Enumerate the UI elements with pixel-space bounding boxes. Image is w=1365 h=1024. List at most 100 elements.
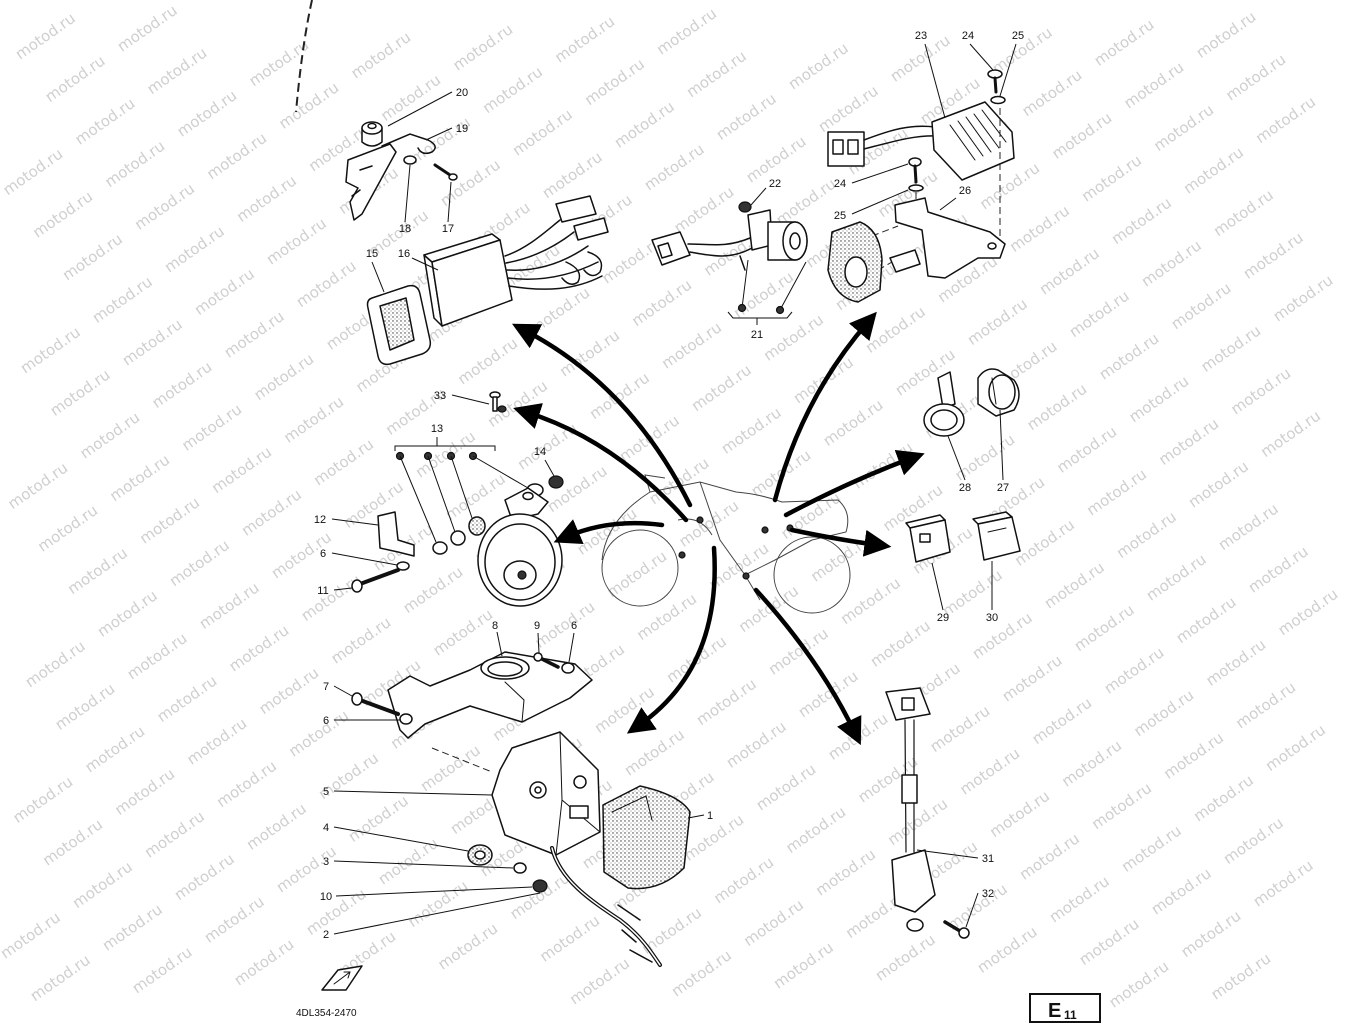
callout-label: 3 [323, 856, 329, 868]
watermark-text: motod.ru [0, 908, 64, 962]
watermark-text: motod.ru [658, 318, 725, 372]
watermark-text: motod.ru [1245, 542, 1312, 596]
watermark-text: motod.ru [52, 680, 119, 734]
watermark-text: motod.ru [1048, 109, 1115, 163]
watermark-text: motod.ru [815, 82, 882, 136]
part-10-nut [532, 879, 548, 893]
arrow-to-sensor [753, 587, 862, 746]
watermark-text: motod.ru [1058, 736, 1125, 790]
watermark-text: motod.ru [4, 459, 71, 513]
watermark-text: motod.ru [1118, 822, 1185, 876]
part-19-clip [381, 133, 436, 155]
watermark-text: motod.ru [688, 361, 755, 415]
watermark-text: motod.ru [407, 113, 474, 167]
watermark-text: motod.ru [203, 129, 270, 183]
watermark-text: motod.ru [345, 792, 412, 846]
leader-line [399, 455, 529, 543]
watermark-text: motod.ru [437, 156, 504, 210]
part-20-cap [361, 121, 383, 147]
watermark-text: motod.ru [183, 714, 250, 768]
watermark-text: motod.ru [238, 485, 305, 539]
watermark-text: motod.ru [417, 741, 484, 795]
leader-line [537, 632, 540, 654]
document-code: 4DL354-2470 [296, 1008, 357, 1019]
watermark-text: motod.ru [986, 787, 1053, 841]
watermark-text: motod.ru [39, 815, 106, 869]
watermark-text: motod.ru [862, 303, 929, 357]
watermark-text: motod.ru [348, 28, 415, 82]
watermark-text: motod.ru [298, 571, 365, 625]
watermark-text: motod.ru [454, 334, 521, 388]
watermark-text: motod.ru [171, 850, 238, 904]
watermark-text: motod.ru [1071, 601, 1138, 655]
watermark-text: motod.ru [328, 613, 395, 667]
watermark-text: motod.ru [449, 20, 516, 74]
page-code-number: 11 [1064, 1008, 1077, 1022]
leader-line [931, 562, 944, 611]
watermark-text: motod.ru [539, 148, 606, 202]
watermark-text: motod.ru [1078, 151, 1145, 205]
watermark-text: motod.ru [969, 609, 1036, 663]
watermark-text: motod.ru [683, 47, 750, 101]
leader-line [947, 435, 966, 481]
watermark-text: motod.ru [442, 470, 509, 524]
callout-label: 9 [534, 620, 540, 632]
watermark-text: motod.ru [1101, 643, 1168, 697]
leader-line [969, 43, 994, 71]
leader-line [939, 197, 957, 211]
watermark-text: motod.ru [1088, 779, 1155, 833]
callout-labels: 20 19 18 17 16 15 23 24 25 24 25 26 22 2… [314, 30, 1024, 941]
leader-line [333, 860, 514, 869]
watermark-text: motod.ru [735, 582, 802, 636]
watermark-text: motod.ru [723, 717, 790, 771]
watermark-text: motod.ru [201, 892, 268, 946]
watermark-text: motod.ru [1160, 729, 1227, 783]
watermark-text: motod.ru [377, 71, 444, 125]
watermark-text: motod.ru [1210, 186, 1277, 240]
motorcycle-outline [601, 474, 851, 614]
watermark-text: motod.ru [964, 295, 1031, 349]
watermark-text: motod.ru [671, 183, 738, 237]
leader-line [333, 826, 469, 852]
watermark-text: motod.ru [1148, 864, 1215, 918]
watermark-text: motod.ru [1220, 814, 1287, 868]
callout-label: 17 [442, 223, 454, 235]
watermark-text: motod.ru [119, 315, 186, 369]
part-29-box [905, 514, 951, 563]
leader-line [496, 631, 503, 657]
callout-label: 21 [751, 329, 763, 341]
watermark-text: motod.ru [114, 1, 181, 55]
watermark-text: motod.ru [0, 145, 66, 199]
leader-line [451, 394, 490, 405]
watermark-text: motod.ru [34, 501, 101, 555]
watermark-text: motod.ru [1150, 101, 1217, 155]
leader-line [687, 814, 705, 819]
watermark-text: motod.ru [872, 930, 939, 984]
watermark-text: motod.ru [196, 579, 263, 633]
watermark-text: motod.ru [64, 544, 131, 598]
part-8-bracket [387, 651, 593, 739]
watermark-text: motod.ru [1138, 236, 1205, 290]
watermark-text: motod.ru [773, 175, 840, 229]
watermark-text: motod.ru [59, 230, 126, 284]
callout-label: 25 [834, 210, 846, 222]
watermark-text: motod.ru [1029, 694, 1096, 748]
leader-line [544, 459, 555, 477]
watermark-text: motod.ru [434, 919, 501, 973]
callout-label: 13 [431, 423, 443, 435]
watermark-text: motod.ru [131, 179, 198, 233]
watermark-text: motod.ru [174, 86, 241, 140]
watermark-text: motod.ru [405, 877, 472, 931]
watermark-text: motod.ru [1155, 415, 1222, 469]
watermark-text: motod.ru [111, 765, 178, 819]
part-27-unit [977, 368, 1020, 417]
callout-label: 24 [962, 30, 974, 42]
watermark-text: motod.ru [812, 845, 879, 899]
callout-label: 28 [959, 482, 971, 494]
relay-lead-wire [550, 846, 662, 967]
watermark-text: motod.ru [72, 94, 139, 148]
watermark-text: motod.ru [1232, 678, 1299, 732]
arrow-to-top-left [512, 323, 693, 508]
arrow-to-top-right [772, 311, 877, 503]
watermark-text: motod.ru [544, 462, 611, 516]
